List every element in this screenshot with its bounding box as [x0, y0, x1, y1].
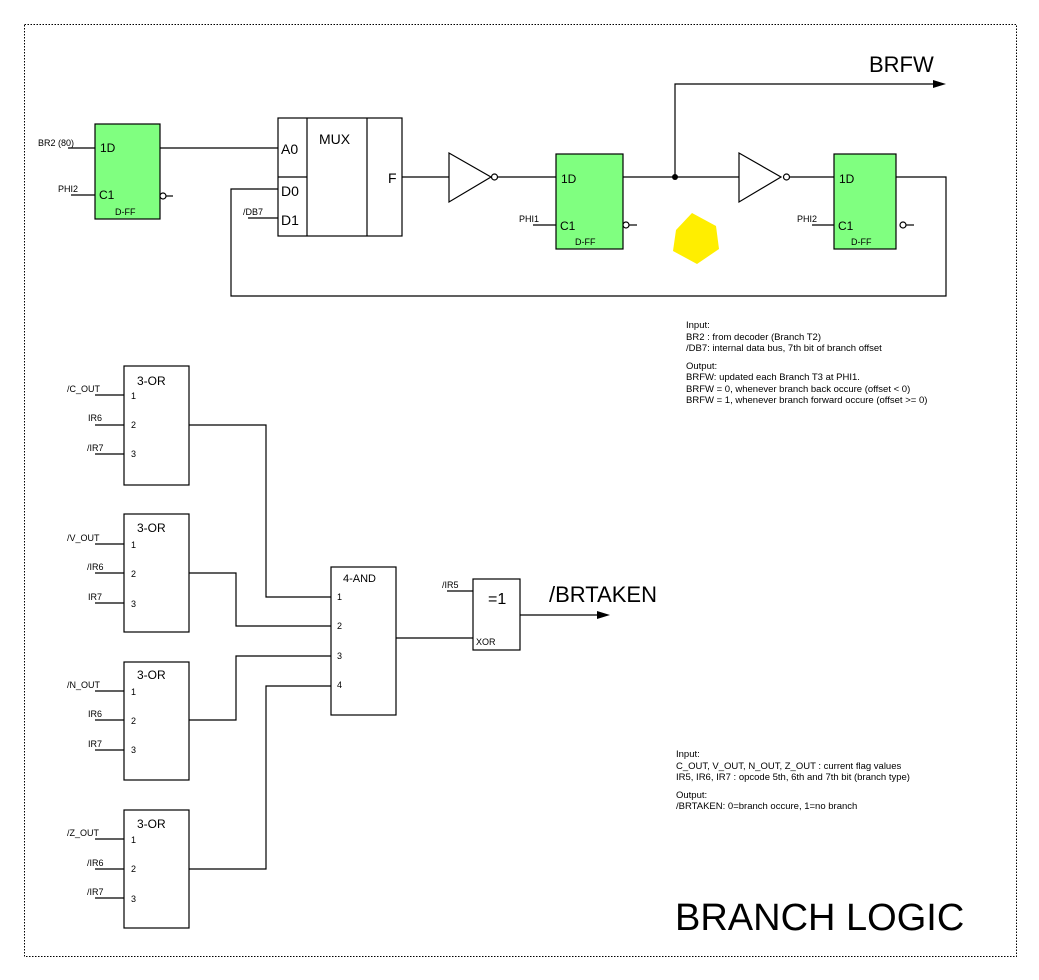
svg-text:/IR6: /IR6 — [87, 858, 104, 868]
svg-text:C1: C1 — [560, 219, 576, 233]
svg-text:/IR7: /IR7 — [87, 443, 104, 453]
svg-text:3-OR: 3-OR — [137, 521, 166, 535]
signal-ir5: /IR5 — [442, 580, 459, 590]
mux-d1: D1 — [281, 212, 299, 228]
note-line: BRFW = 0, whenever branch back occure (o… — [686, 383, 911, 395]
note-line: /DB7: internal data bus, 7th bit of bran… — [686, 343, 882, 354]
note-line: BRFW = 1, whenever branch forward occure… — [686, 395, 928, 406]
signal-c-out: /C_OUT — [67, 384, 101, 394]
svg-text:3: 3 — [131, 894, 136, 904]
note-line: Input: — [686, 320, 710, 331]
svg-text:2: 2 — [131, 864, 136, 874]
svg-text:1: 1 — [337, 592, 342, 602]
svg-text:3-OR: 3-OR — [137, 374, 166, 388]
note-line: /BRTAKEN: 0=branch occure, 1=no branch — [676, 801, 858, 812]
signal-db7: /DB7 — [243, 207, 263, 217]
svg-text:1: 1 — [131, 540, 136, 550]
output-arrow-icon — [597, 611, 610, 619]
svg-text:1: 1 — [131, 391, 136, 401]
note-line: Output: — [686, 360, 718, 372]
signal-phi2-b: PHI2 — [797, 214, 817, 224]
svg-text:2: 2 — [131, 420, 136, 430]
feedback-wire — [230, 176, 947, 297]
inverted-output-bubble-icon — [622, 221, 630, 229]
or-gate-3: 3-OR 1 2 3 — [123, 661, 190, 781]
svg-text:IR7: IR7 — [88, 592, 102, 602]
and-gate: 4-AND 1 2 3 4 — [330, 566, 397, 716]
svg-text:IR7: IR7 — [88, 739, 102, 749]
note-line: Output: — [676, 789, 708, 801]
svg-text:IR6: IR6 — [88, 709, 102, 719]
svg-text:XOR: XOR — [476, 637, 496, 647]
output-brtaken: /BRTAKEN — [549, 582, 657, 607]
bottom-notes: Input:C_OUT, V_OUT, N_OUT, Z_OUT : curre… — [676, 749, 910, 813]
d-flipflop-1: 1D C1 D-FF — [94, 123, 173, 220]
signal-v-out: /V_OUT — [67, 533, 100, 543]
xor-gate: =1 XOR — [472, 578, 521, 651]
signal-z-out: /Z_OUT — [67, 828, 100, 838]
svg-text:1: 1 — [131, 687, 136, 697]
inverter-1 — [448, 151, 499, 204]
ff1-c-pin: C1 — [99, 188, 115, 202]
inverter-bubble-icon — [782, 173, 791, 181]
svg-text:3-OR: 3-OR — [137, 668, 166, 682]
mux-title: MUX — [319, 131, 351, 147]
inverter-bubble-icon — [490, 173, 499, 181]
or-gate-1: 3-OR 1 2 3 — [123, 365, 190, 486]
inverted-output-bubble-icon — [899, 221, 907, 229]
or-gate-2: 3-OR 1 2 3 — [123, 513, 190, 633]
svg-text:D-FF: D-FF — [851, 237, 872, 247]
svg-text:C1: C1 — [838, 219, 854, 233]
d-flipflop-2: 1D C1 D-FF — [555, 153, 637, 250]
output-brfw: BRFW — [869, 52, 934, 77]
hexagon-marker-icon — [673, 213, 719, 264]
ff1-d-pin: 1D — [100, 141, 116, 155]
note-line: IR5, IR6, IR7 : opcode 5th, 6th and 7th … — [676, 772, 910, 783]
mux-f: F — [388, 170, 397, 186]
svg-text:IR6: IR6 — [88, 413, 102, 423]
svg-text:D-FF: D-FF — [575, 237, 596, 247]
inverted-output-bubble-icon — [159, 192, 167, 200]
svg-text:3: 3 — [131, 449, 136, 459]
svg-text:3: 3 — [337, 651, 342, 661]
svg-text:4: 4 — [337, 680, 342, 690]
note-line: BR2 : from decoder (Branch T2) — [686, 331, 821, 343]
svg-text:2: 2 — [337, 621, 342, 631]
svg-text:/IR7: /IR7 — [87, 887, 104, 897]
note-line: BRFW: updated each Branch T3 at PHI1. — [686, 372, 860, 383]
svg-text:2: 2 — [131, 716, 136, 726]
mux-a0: A0 — [281, 141, 298, 157]
svg-text:2: 2 — [131, 569, 136, 579]
svg-text:1D: 1D — [561, 172, 577, 186]
svg-text:1: 1 — [131, 835, 136, 845]
inverter-2 — [738, 151, 791, 204]
diagram-title: BRANCH LOGIC — [675, 897, 964, 939]
signal-br2: BR2 (80) — [38, 138, 74, 148]
signal-phi1: PHI1 — [519, 214, 539, 224]
signal-phi2-a: PHI2 — [58, 184, 78, 194]
svg-text:3: 3 — [131, 745, 136, 755]
top-notes: Input:BR2 : from decoder (Branch T2)/DB7… — [686, 320, 927, 407]
note-line: C_OUT, V_OUT, N_OUT, Z_OUT : current fla… — [676, 760, 902, 772]
svg-text:/IR6: /IR6 — [87, 562, 104, 572]
mux-d0: D0 — [281, 183, 299, 199]
ff1-type: D-FF — [115, 207, 136, 217]
or-gate-4: 3-OR 1 2 3 — [123, 809, 190, 929]
page-frame — [24, 24, 1017, 957]
svg-text:=1: =1 — [488, 591, 506, 608]
multiplexer: MUX A0 D0 D1 F — [277, 117, 403, 237]
output-arrow-icon — [933, 80, 946, 88]
svg-text:3-OR: 3-OR — [137, 817, 166, 831]
d-flipflop-3: 1D C1 D-FF — [833, 153, 914, 250]
svg-text:1D: 1D — [839, 172, 855, 186]
svg-text:3: 3 — [131, 599, 136, 609]
signal-n-out: /N_OUT — [67, 680, 101, 690]
svg-text:4-AND: 4-AND — [343, 573, 376, 585]
note-line: Input: — [676, 749, 700, 760]
